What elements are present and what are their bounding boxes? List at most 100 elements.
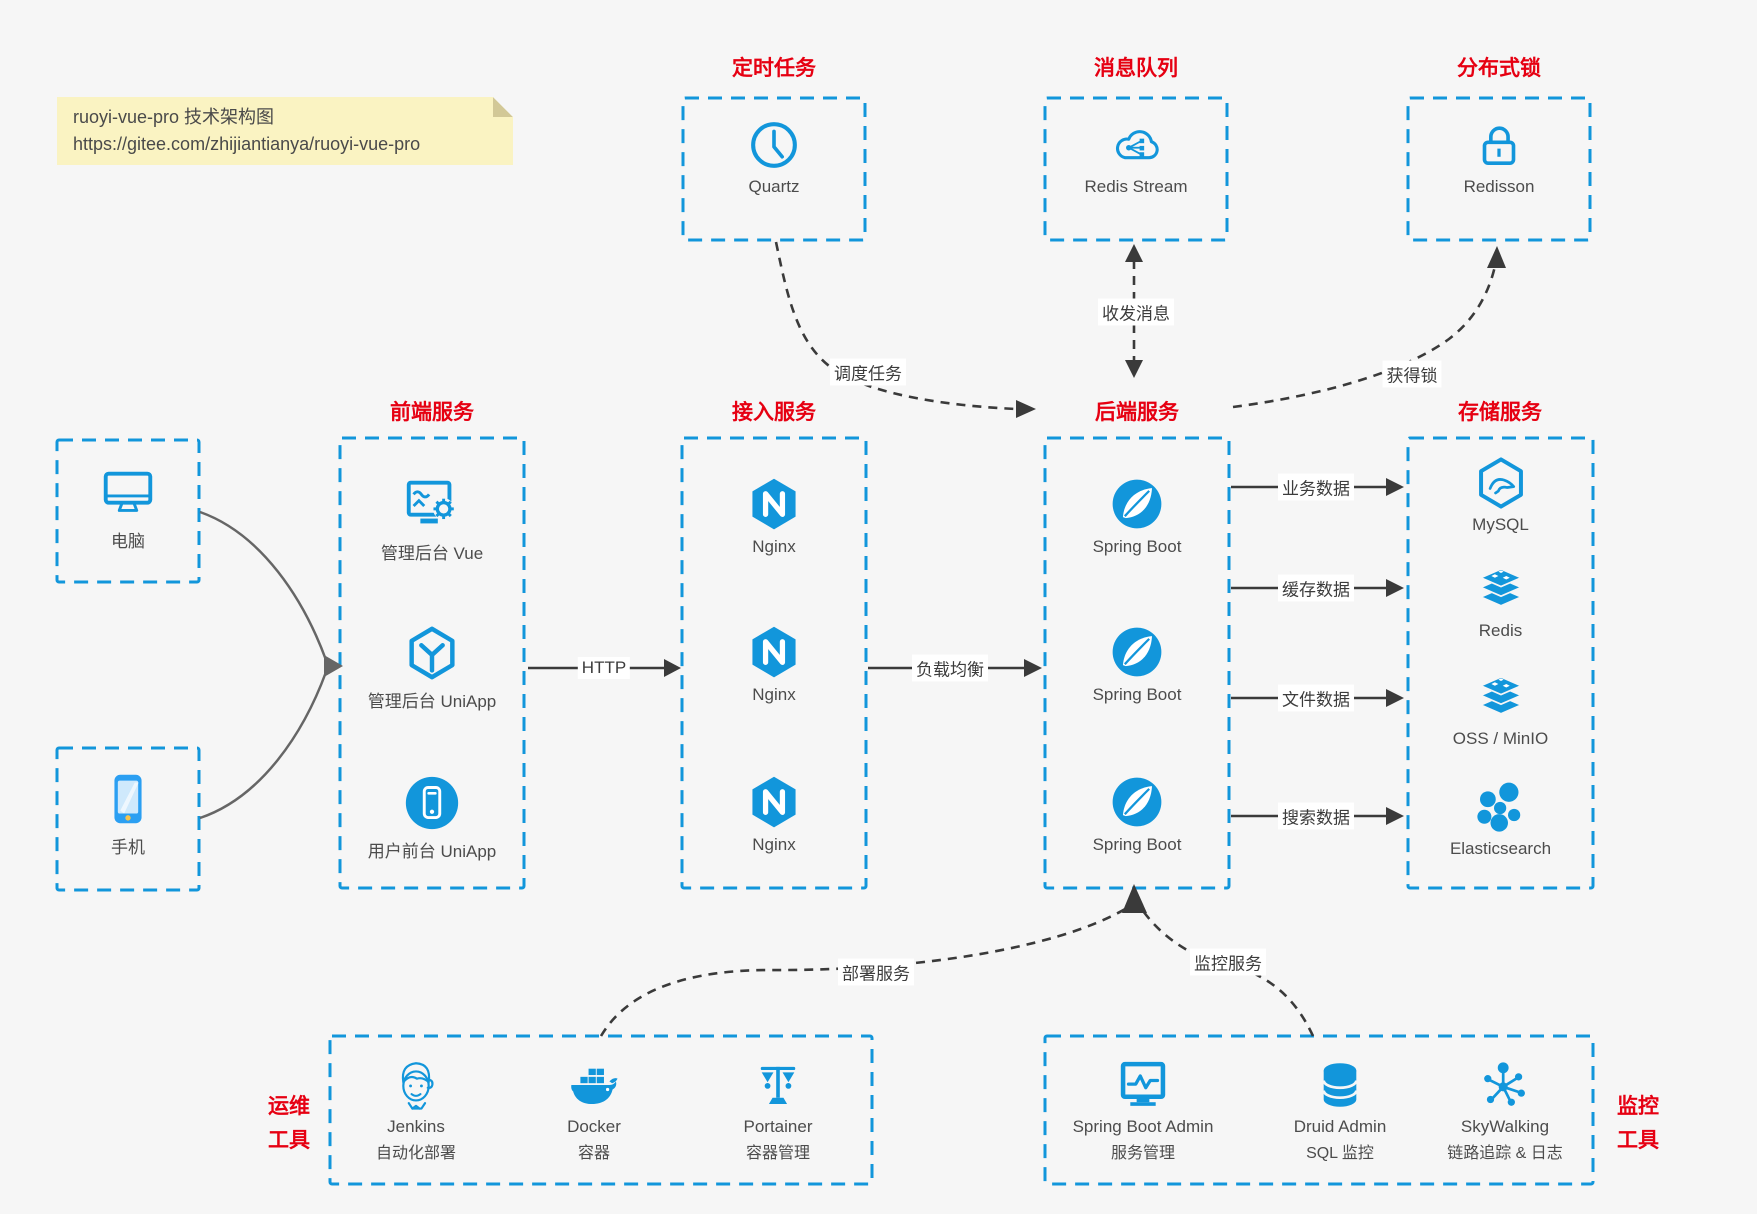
node-label: OSS / MinIO bbox=[1452, 729, 1549, 748]
monitor-chart-icon bbox=[1043, 1056, 1243, 1114]
sticky-note: ruoyi-vue-pro 技术架构图 https://gitee.com/zh… bbox=[57, 97, 513, 165]
node-desc: 容器 bbox=[577, 1145, 610, 1162]
elasticsearch-icon bbox=[1408, 780, 1593, 836]
edge-label-lock: 获得锁 bbox=[1382, 360, 1442, 388]
node-redis-stream: Redis Stream bbox=[1045, 116, 1227, 197]
spring-boot-icon bbox=[1045, 474, 1229, 534]
edge-lock bbox=[1232, 265, 1497, 409]
edge-label-monitor: 监控服务 bbox=[1190, 948, 1266, 976]
edge-deploy bbox=[599, 906, 1128, 1037]
edge-label-cache-data: 缓存数据 bbox=[1278, 574, 1354, 602]
nginx-icon bbox=[682, 474, 866, 534]
edge-label-deploy: 部署服务 bbox=[838, 958, 914, 986]
node-spring-boot-2: Spring Boot bbox=[1045, 622, 1229, 705]
node-mysql: MySQL bbox=[1408, 454, 1593, 535]
edge-label-schedule: 调度任务 bbox=[830, 358, 906, 386]
node-desc: 容器管理 bbox=[745, 1145, 810, 1162]
arrowhead-devices bbox=[324, 655, 343, 677]
node-label: 电脑 bbox=[111, 532, 145, 551]
node-elasticsearch: Elasticsearch bbox=[1408, 780, 1593, 859]
node-label: Redisson bbox=[1463, 177, 1535, 196]
uniapp-cube-icon bbox=[340, 622, 524, 684]
node-phone: 手机 bbox=[57, 768, 199, 858]
edge-label-file-data: 文件数据 bbox=[1278, 684, 1354, 712]
node-label: 手机 bbox=[111, 838, 145, 857]
group-title-gateway: 接入服务 bbox=[732, 401, 816, 424]
node-name: Spring Boot Admin bbox=[1072, 1117, 1214, 1136]
node-druid-admin: Druid Admin SQL 监控 bbox=[1250, 1056, 1430, 1163]
node-label: Nginx bbox=[752, 537, 796, 556]
node-desc: 链路追踪 & 日志 bbox=[1447, 1145, 1563, 1162]
box-phone bbox=[55, 746, 201, 892]
node-label: Quartz bbox=[748, 177, 800, 196]
edge-phone-frontend bbox=[199, 671, 328, 820]
app-circle-icon bbox=[340, 772, 524, 834]
node-label: Nginx bbox=[752, 685, 796, 704]
node-quartz: Quartz bbox=[683, 116, 865, 197]
node-portainer: Portainer 容器管理 bbox=[688, 1056, 868, 1163]
nginx-icon bbox=[682, 772, 866, 832]
box-ops-tools bbox=[328, 1034, 874, 1186]
node-label: Redis bbox=[1478, 621, 1523, 640]
database-icon bbox=[1250, 1056, 1430, 1114]
node-nginx-2: Nginx bbox=[682, 622, 866, 705]
node-label: 管理后台 UniApp bbox=[367, 692, 497, 711]
node-name: Druid Admin bbox=[1293, 1117, 1387, 1136]
node-name: Docker bbox=[567, 1117, 621, 1136]
node-desc: SQL 监控 bbox=[1306, 1145, 1374, 1162]
node-name: Jenkins bbox=[387, 1117, 445, 1136]
redis-stack-icon bbox=[1408, 562, 1593, 618]
portainer-scales-icon bbox=[688, 1056, 868, 1114]
node-desc: 服务管理 bbox=[1110, 1145, 1175, 1162]
group-title-lock: 分布式锁 bbox=[1457, 57, 1541, 80]
node-label: Redis Stream bbox=[1084, 177, 1188, 196]
edge-label-search-data: 搜索数据 bbox=[1278, 802, 1354, 830]
note-title: ruoyi-vue-pro 技术架构图 bbox=[73, 107, 275, 127]
node-spring-boot-admin: Spring Boot Admin 服务管理 bbox=[1043, 1056, 1243, 1163]
node-admin-vue: 管理后台 Vue bbox=[340, 474, 524, 564]
node-label: Elasticsearch bbox=[1449, 839, 1552, 858]
mysql-icon bbox=[1408, 454, 1593, 512]
node-desc: 自动化部署 bbox=[375, 1145, 456, 1162]
node-label: MySQL bbox=[1472, 515, 1529, 534]
node-jenkins: Jenkins 自动化部署 bbox=[326, 1056, 506, 1163]
node-spring-boot-3: Spring Boot bbox=[1045, 772, 1229, 855]
admin-screen-gear-icon bbox=[340, 474, 524, 536]
ops-tools-side-label: 运维 工具 bbox=[268, 1095, 310, 1152]
storage-stack-icon bbox=[1408, 670, 1593, 726]
node-label: 管理后台 Vue bbox=[380, 544, 484, 563]
node-nginx-1: Nginx bbox=[682, 474, 866, 557]
node-admin-uniapp: 管理后台 UniApp bbox=[340, 622, 524, 712]
edge-label-business-data: 业务数据 bbox=[1278, 473, 1354, 501]
docker-icon bbox=[504, 1056, 684, 1114]
box-computer bbox=[55, 438, 201, 584]
node-docker: Docker 容器 bbox=[504, 1056, 684, 1163]
nginx-icon bbox=[682, 622, 866, 682]
spring-boot-icon bbox=[1045, 772, 1229, 832]
edge-label-message: 收发消息 bbox=[1098, 298, 1174, 326]
node-label: Spring Boot bbox=[1092, 537, 1182, 556]
node-computer: 电脑 bbox=[57, 462, 199, 552]
node-skywalking: SkyWalking 链路追踪 & 日志 bbox=[1415, 1056, 1595, 1163]
box-frontend bbox=[338, 436, 526, 890]
node-label: Nginx bbox=[752, 835, 796, 854]
group-title-mq: 消息队列 bbox=[1094, 57, 1178, 80]
box-storage bbox=[1406, 436, 1595, 890]
group-title-frontend: 前端服务 bbox=[390, 401, 474, 424]
group-title-backend: 后端服务 bbox=[1095, 401, 1179, 424]
note-url: https://gitee.com/zhijiantianya/ruoyi-vu… bbox=[73, 134, 421, 154]
edge-label-http: HTTP bbox=[577, 657, 631, 679]
box-gateway bbox=[680, 436, 868, 890]
clock-icon bbox=[683, 116, 865, 174]
node-nginx-3: Nginx bbox=[682, 772, 866, 855]
edge-label-load-balance: 负载均衡 bbox=[912, 654, 988, 682]
monitor-tools-side-label: 监控 工具 bbox=[1617, 1095, 1659, 1152]
node-label: Spring Boot bbox=[1092, 685, 1182, 704]
node-name: Portainer bbox=[743, 1117, 813, 1136]
desktop-icon bbox=[57, 462, 199, 524]
node-user-uniapp: 用户前台 UniApp bbox=[340, 772, 524, 862]
lock-icon bbox=[1408, 116, 1590, 174]
cloud-stream-icon bbox=[1045, 116, 1227, 174]
node-redisson: Redisson bbox=[1408, 116, 1590, 197]
node-redis: Redis bbox=[1408, 562, 1593, 641]
